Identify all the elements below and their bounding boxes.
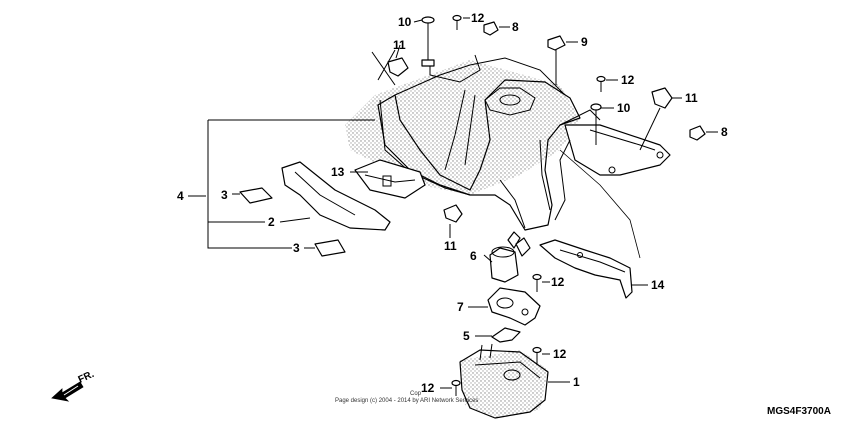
leader-lines [188, 17, 718, 389]
label-12-top: 12 [471, 11, 485, 25]
label-5: 5 [463, 329, 470, 343]
label-8-top: 8 [512, 20, 519, 34]
label-2: 2 [268, 215, 275, 229]
clip-part-11-lower [443, 204, 463, 223]
pad-part-3-upper [239, 187, 273, 204]
label-13: 13 [331, 165, 345, 179]
screw-part-12-mid [532, 273, 542, 292]
diagram-code: MGS4F3700A [767, 406, 831, 417]
air-duct-part-2 [281, 161, 391, 231]
inner-fairing-panel [345, 54, 601, 231]
front-direction-arrow-icon [51, 381, 84, 402]
label-8-right: 8 [721, 125, 728, 139]
label-7: 7 [457, 300, 464, 314]
label-12-right: 12 [621, 73, 635, 87]
label-11-upper: 11 [393, 38, 406, 52]
front-direction-indicator: FR. [51, 369, 96, 402]
label-4: 4 [177, 189, 184, 203]
label-11-lower: 11 [444, 239, 457, 253]
pad-part-3-lower [314, 239, 346, 257]
ignition-switch-part-6 [489, 231, 531, 283]
bolt-part-10-top [421, 16, 435, 67]
clip-part-5 [491, 327, 521, 343]
copyright-short: Cop [410, 391, 422, 397]
label-6: 6 [470, 249, 477, 263]
label-10-right: 10 [617, 101, 631, 115]
label-1: 1 [573, 375, 580, 389]
switch-cover-part-7 [487, 287, 541, 326]
screw-part-12-top [452, 14, 462, 30]
grommet-part-8-top [483, 21, 499, 36]
right-mounting-bracket [554, 124, 671, 221]
screw-part-12-right [596, 75, 606, 92]
label-11-right: 11 [685, 91, 698, 105]
bolt-part-10-right [590, 103, 602, 145]
label-14: 14 [651, 278, 665, 292]
label-12-bottom: 12 [421, 381, 435, 395]
bracket-part-13 [354, 159, 426, 199]
grommet-part-8-right [689, 125, 706, 141]
label-3-lower: 3 [293, 241, 300, 255]
callout-labels: 1 2 3 3 4 5 6 7 8 8 9 10 10 11 11 11 12 … [177, 11, 728, 395]
copyright-notice: Page design (c) 2004 - 2014 by ARI Netwo… [335, 398, 478, 404]
label-9: 9 [581, 35, 588, 49]
front-direction-label: FR. [77, 369, 96, 386]
lower-housing-part-1 [459, 343, 549, 419]
lower-bracket-part-14 [539, 149, 641, 299]
screw-part-12-lower [532, 346, 542, 365]
label-12-mid: 12 [551, 275, 565, 289]
label-10-top: 10 [398, 15, 412, 29]
label-3-upper: 3 [221, 188, 228, 202]
screw-part-12-bottom [451, 379, 461, 396]
label-12-lower: 12 [553, 347, 567, 361]
clip-part-11-upper [371, 49, 409, 86]
clip-part-11-right [639, 87, 673, 151]
bolt-part-9 [547, 35, 566, 85]
